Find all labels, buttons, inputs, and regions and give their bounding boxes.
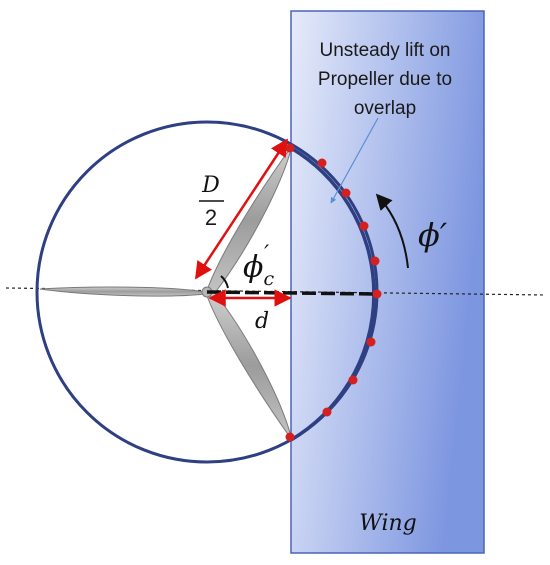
- overlap-point: [348, 375, 358, 385]
- overlap-note-line1: Unsteady lift on: [320, 40, 451, 61]
- overlap-points: [285, 143, 382, 442]
- overlap-point: [317, 158, 327, 168]
- phi-c-label: ϕc′: [243, 242, 274, 290]
- overlap-point: [285, 432, 295, 442]
- radius-denominator: 2: [205, 205, 217, 230]
- overlap-point: [359, 221, 369, 231]
- phi-prime-arrow: [375, 193, 409, 269]
- overlap-point: [366, 337, 376, 347]
- wing-label: Wing: [359, 511, 417, 536]
- overlap-note-line3: overlap: [354, 98, 416, 119]
- radius-arrow: [194, 138, 289, 280]
- overlap-point: [322, 407, 332, 417]
- phi-prime-label: ϕ′: [418, 216, 448, 254]
- overlap-point: [341, 188, 351, 198]
- blade-lower: [206, 291, 293, 441]
- overlap-note-line2: Propeller due to: [318, 69, 452, 90]
- offset-label: d: [255, 309, 269, 334]
- overlap-point: [285, 143, 295, 153]
- phi-reference-line: [206, 290, 378, 296]
- overlap-point: [372, 289, 382, 299]
- overlap-point: [370, 256, 380, 266]
- blade-left: [39, 286, 206, 297]
- phi-c-angle-arc: [220, 275, 229, 289]
- note-pointer: [330, 117, 379, 204]
- radius-numerator: D: [201, 173, 220, 198]
- wing-rectangle: [290, 10, 485, 554]
